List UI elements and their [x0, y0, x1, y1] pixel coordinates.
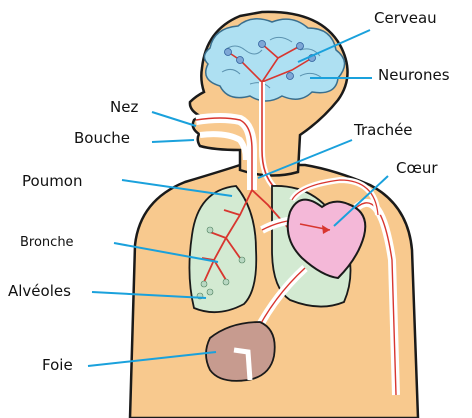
label-bouche: Bouche	[74, 129, 130, 147]
label-foie: Foie	[42, 356, 73, 374]
label-trachee: Trachée	[353, 121, 413, 139]
label-cerveau: Cerveau	[374, 9, 437, 27]
label-alveoles: Alvéoles	[8, 282, 71, 300]
label-bronche: Bronche	[20, 235, 74, 250]
neuron	[237, 57, 244, 64]
alveolus	[223, 279, 229, 285]
leader-bouche	[152, 140, 194, 142]
alveolus	[207, 227, 213, 233]
alveolus	[239, 257, 245, 263]
neuron	[297, 43, 304, 50]
label-poumon: Poumon	[22, 172, 83, 190]
neuron	[287, 73, 294, 80]
alveolus	[201, 281, 207, 287]
label-nez: Nez	[110, 98, 138, 116]
leader-nez	[152, 112, 196, 126]
neuron	[259, 41, 266, 48]
brain	[204, 19, 344, 101]
alveolus	[207, 289, 213, 295]
neuron	[225, 49, 232, 56]
label-coeur: Cœur	[396, 159, 438, 177]
label-neurones: Neurones	[378, 66, 450, 84]
